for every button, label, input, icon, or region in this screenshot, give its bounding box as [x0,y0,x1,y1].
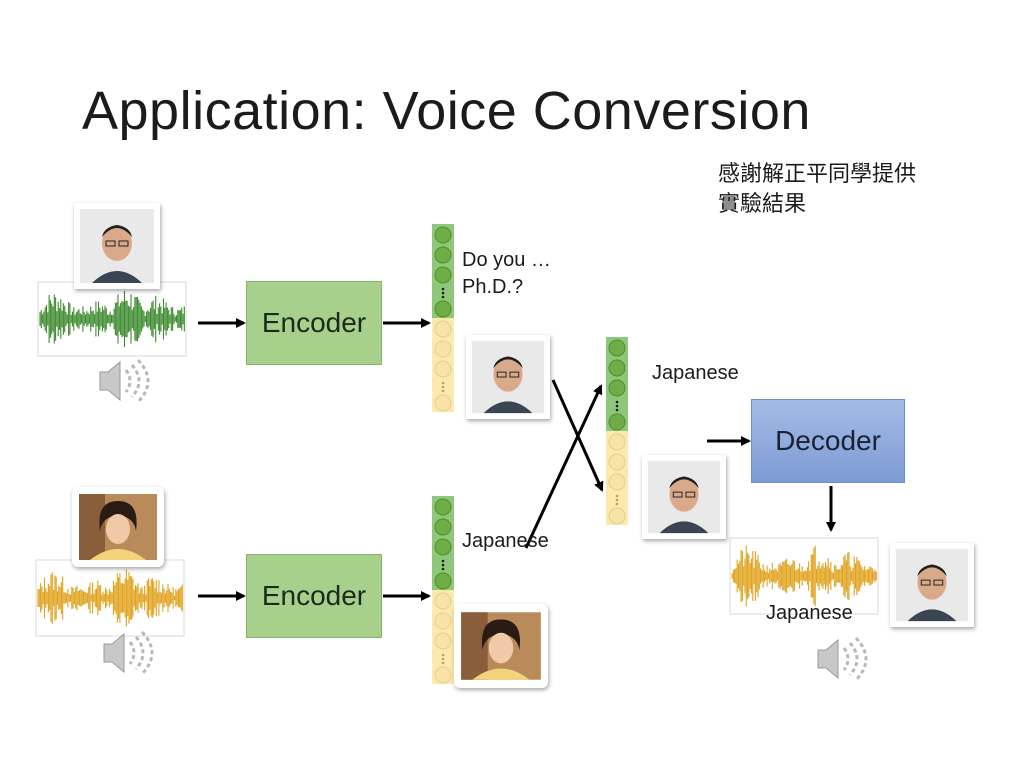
avatar-card-male-mixed [642,455,726,539]
content-label-top-line2: Ph.D.? [462,276,524,298]
avatar-card-female-input [72,487,164,567]
speaker-icon [99,358,150,404]
code-vector-bottom [432,496,454,684]
slide-title: Application: Voice Conversion [82,81,811,141]
avatar-card-male-code [466,335,550,419]
avatar-male [471,340,545,414]
avatar-female [79,494,157,560]
waveform-output [731,545,877,607]
avatar-female [461,612,541,680]
speaker-icon [817,636,868,682]
speaker-icon [103,630,154,676]
encoder-box-bottom: Encoder [246,554,382,638]
decoder-box: Decoder [751,399,905,483]
output-label: Japanese [766,602,853,624]
code-vector-top [432,224,454,412]
avatar-card-male-input [74,203,160,289]
encoder-label-top: Encoder [261,307,367,338]
credit-note: 感謝解正平同學提供 實驗結果 [718,160,916,220]
content-label-mixed: Japanese [652,362,739,384]
content-label-bottom: Japanese [462,530,549,552]
avatar-card-male-output [890,543,974,627]
avatar-male [80,209,154,283]
arrow-cross-content [524,384,603,549]
credit-line-1: 感謝解正平同學提供 [718,162,917,187]
arrow-cross-speaker [551,379,604,492]
credit-line-2: 實驗結果 [718,192,807,217]
waveform-bottom [37,569,183,627]
avatar-male [647,460,721,534]
code-vector-mixed [606,337,628,525]
waveform-top [39,291,185,347]
content-label-top: Do you … Ph.D.? [462,249,551,299]
encoder-label-bottom: Encoder [261,580,367,611]
content-label-top-line1: Do you … [462,249,551,271]
avatar-card-female-code [454,604,548,688]
encoder-box-top: Encoder [246,281,382,365]
avatar-male [895,548,969,622]
decoder-label: Decoder [775,425,881,456]
waveform-frame-output [729,537,879,615]
